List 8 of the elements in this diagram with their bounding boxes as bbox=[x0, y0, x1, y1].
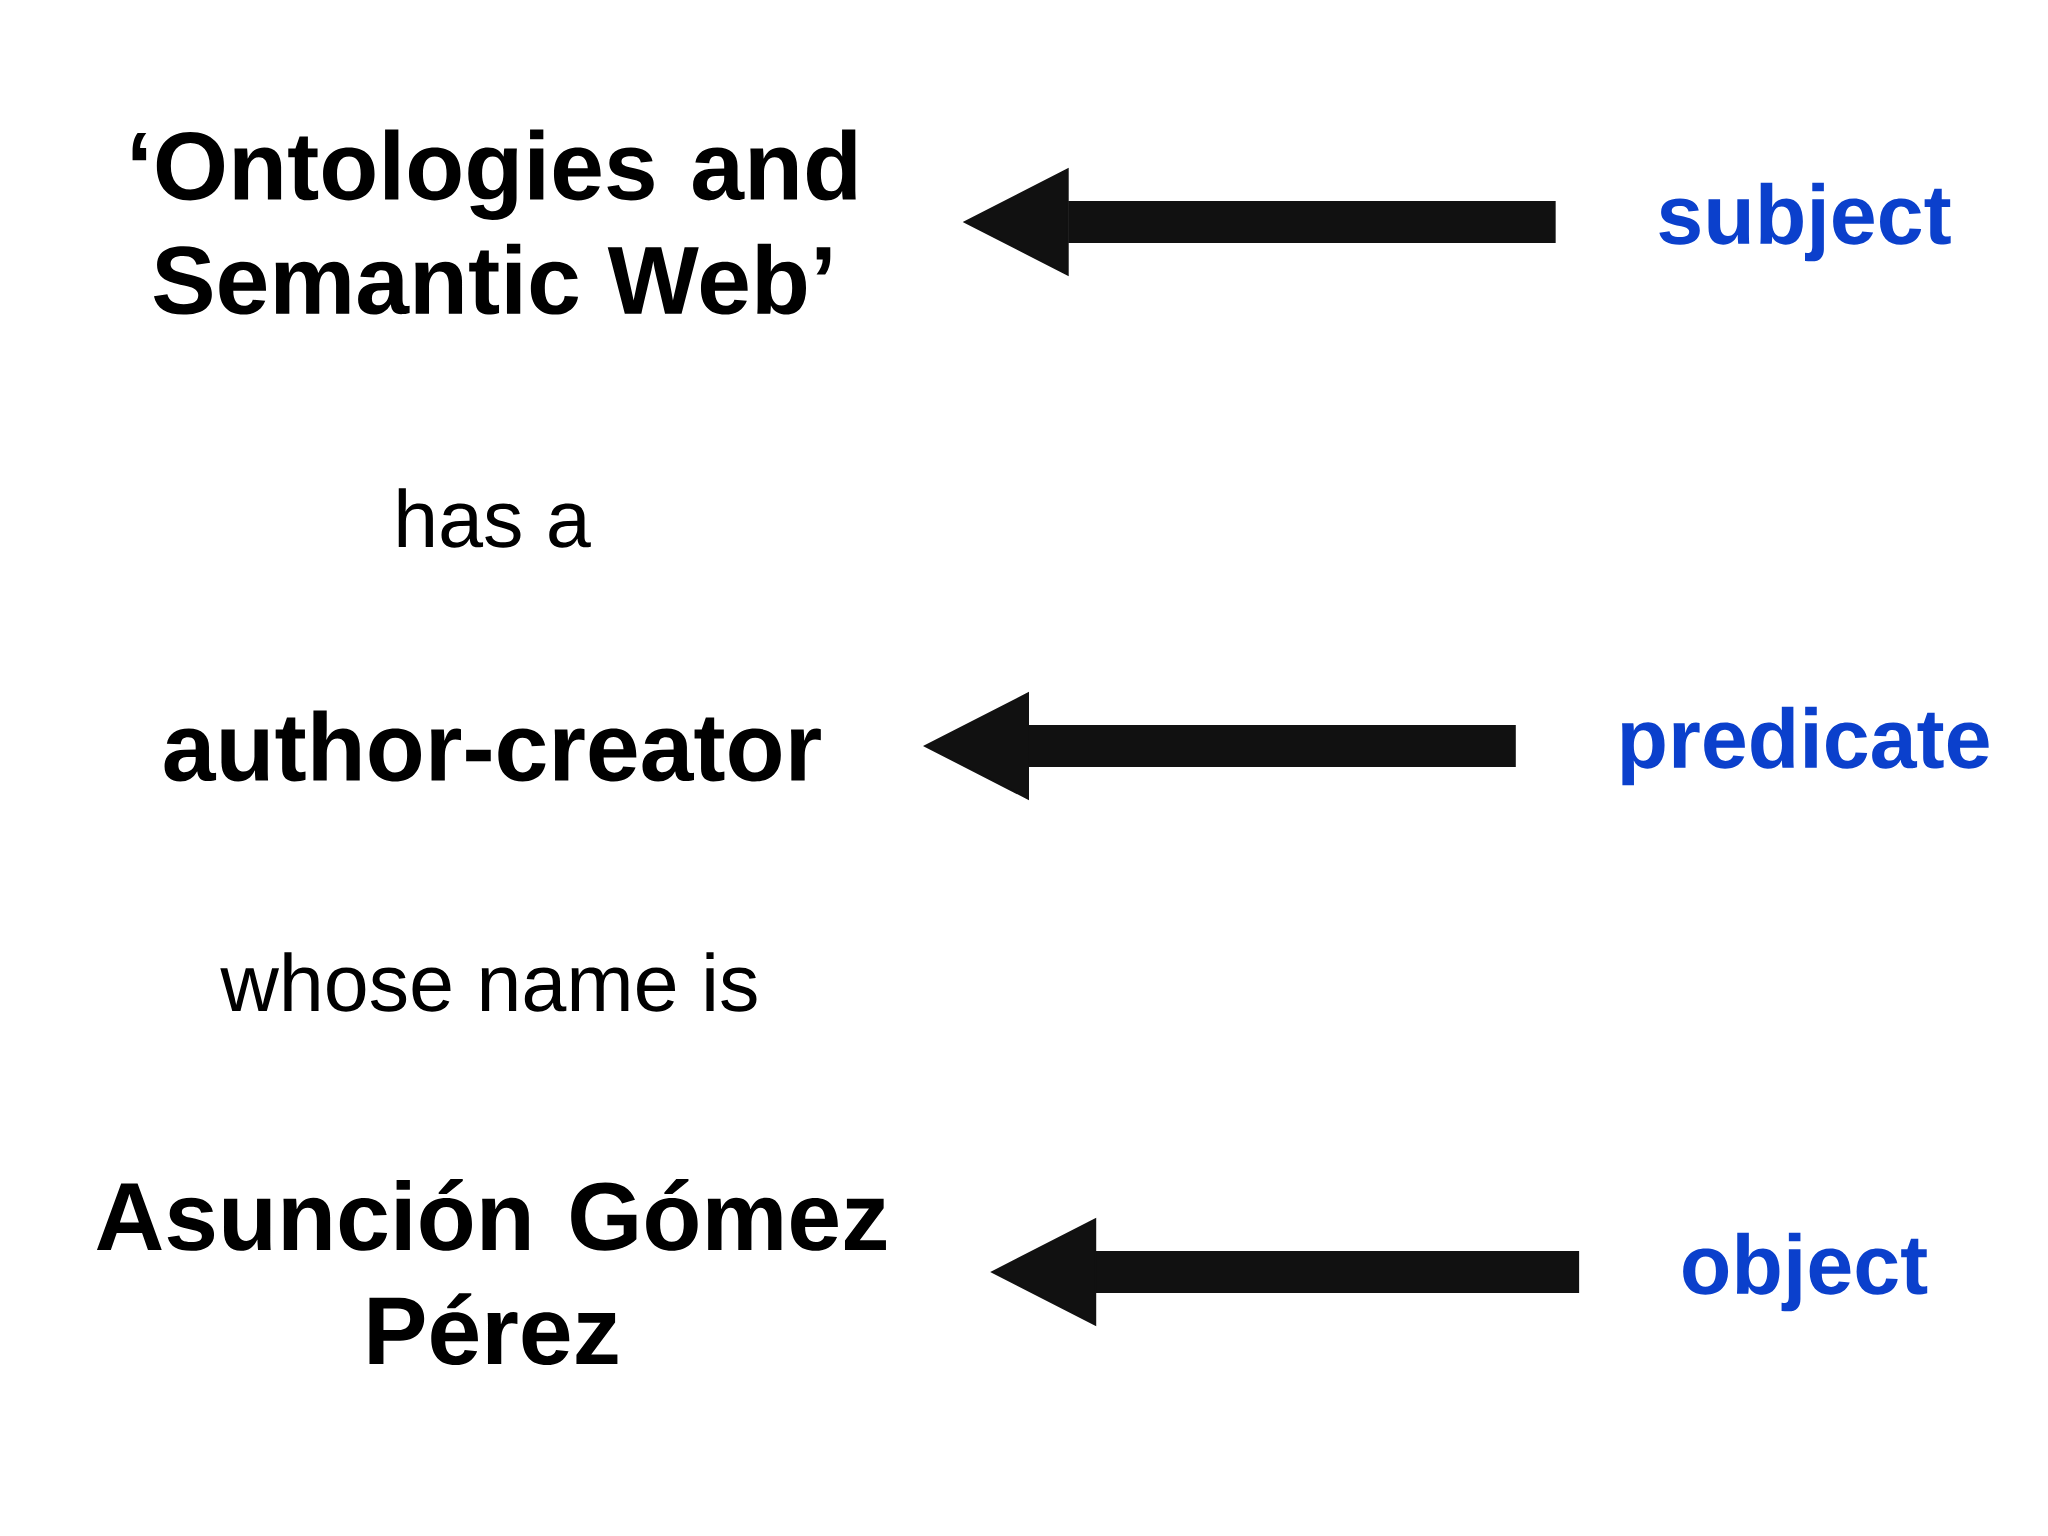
role-label: object bbox=[1683, 1232, 1928, 1312]
statement-text: whose name is bbox=[220, 952, 757, 1012]
term-text: ‘Ontologies and Semantic Web’ bbox=[132, 129, 856, 315]
role-label: predicate bbox=[1622, 706, 1989, 786]
role-label: subject bbox=[1659, 182, 1951, 262]
term-text: author-creator bbox=[164, 710, 821, 782]
statement-text: has a bbox=[398, 488, 591, 548]
term-text: Asunción Gómez Pérez bbox=[96, 1179, 886, 1366]
